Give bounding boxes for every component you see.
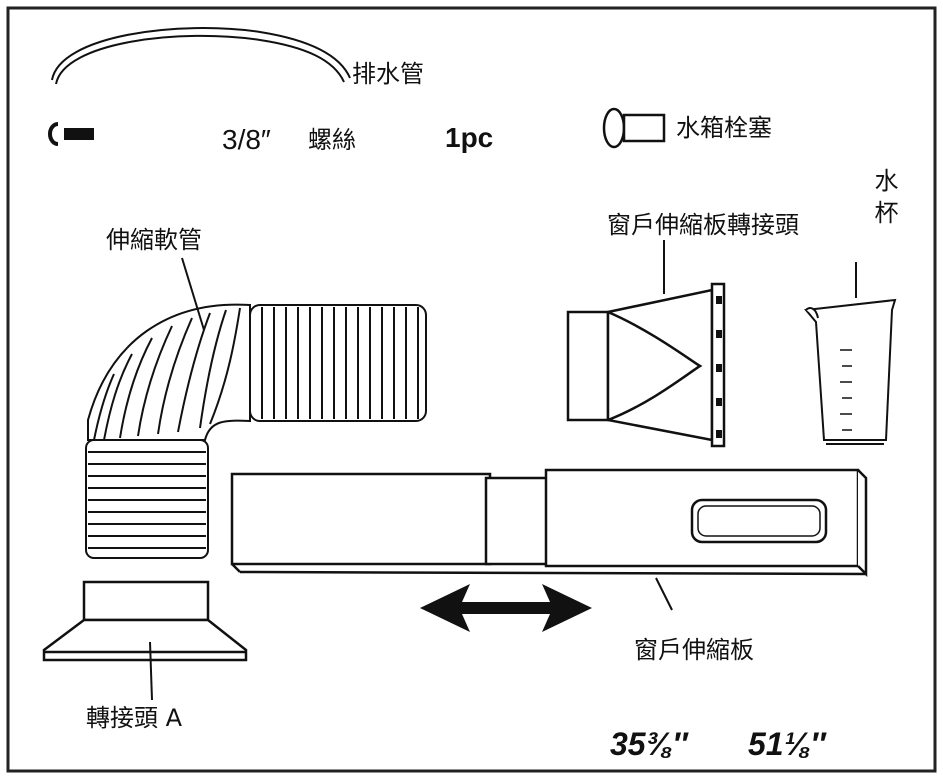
measuring-cup-drawing [804, 262, 897, 445]
adapter-a-drawing [42, 580, 248, 662]
drain-pipe-drawing [51, 27, 351, 85]
adapter-a-label: 轉接頭 A [86, 704, 183, 732]
window-panel-label: 窗戶伸縮板 [634, 636, 754, 664]
screw-qty-label: 1pc [445, 122, 494, 153]
cup-label: 水杯 [870, 168, 898, 232]
window-adapter-drawing [566, 282, 726, 448]
flexible-hose-drawing [85, 303, 427, 559]
double-arrow-icon [420, 584, 592, 632]
hose-label: 伸縮軟管 [106, 226, 202, 254]
screw-size-label: 3/8″ [222, 124, 271, 155]
tank-plug-label: 水箱栓塞 [676, 114, 772, 142]
tank-plug-icon [602, 107, 666, 149]
screw-name-label: 螺絲 [308, 126, 356, 154]
drain-pipe-label: 排水管 [352, 60, 424, 88]
screw-icon [48, 122, 94, 146]
leader-lines [149, 240, 673, 701]
window-panel-drawing [230, 468, 868, 578]
length-min-label: 35⅜″ [610, 726, 688, 762]
length-max-label: 51⅛″ [748, 726, 826, 762]
window-adapter-label: 窗戶伸縮板轉接頭 [607, 211, 799, 239]
diagram-border [6, 6, 937, 773]
